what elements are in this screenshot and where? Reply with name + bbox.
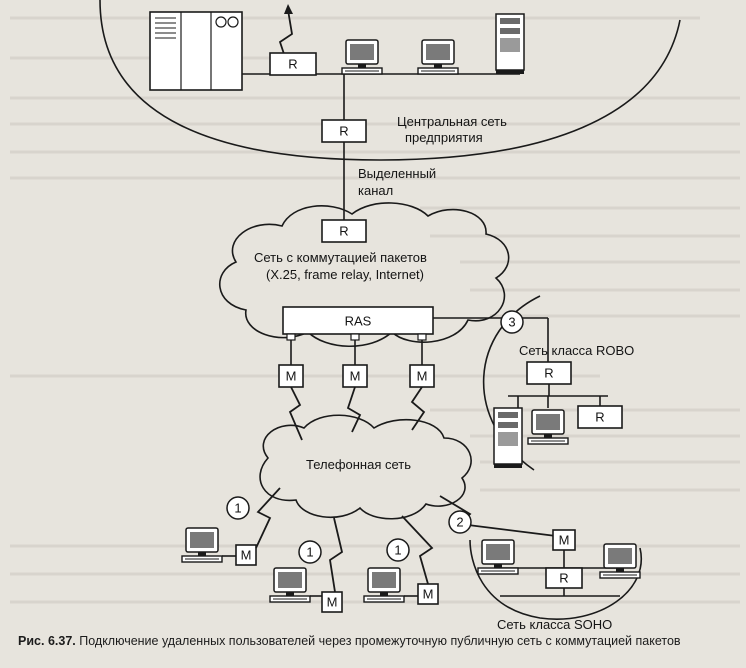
remote-user-pc <box>363 567 405 603</box>
connection-1-marker <box>298 540 322 564</box>
modem-label: M <box>417 369 428 384</box>
workstation-icon <box>527 409 569 445</box>
network-diagram: R R Центральная сеть предприятия Выделен… <box>99 0 681 632</box>
modem-label: M <box>423 587 434 602</box>
figure-caption: Рис. 6.37. Подключение удаленных пользов… <box>18 634 738 656</box>
leased-line-label: Выделенный <box>358 166 436 181</box>
soho-network-label: Сеть класса SOHO <box>497 617 612 632</box>
remote-user-pc <box>181 527 223 563</box>
antenna-icon <box>278 9 293 61</box>
caption-number: 6.37. <box>47 634 76 648</box>
central-network-boundary <box>99 0 681 161</box>
router-label: R <box>339 124 348 139</box>
connection-number: 1 <box>234 501 241 516</box>
packet-network-label: Сеть с коммутацией пакетов <box>254 250 427 265</box>
router-central-lan <box>269 52 317 76</box>
router-label: R <box>595 410 604 425</box>
caption-prefix: Рис. <box>18 634 45 648</box>
router-label: R <box>559 571 568 586</box>
router-label: R <box>339 224 348 239</box>
ras-label: RAS <box>345 314 372 329</box>
connection-3-marker <box>500 310 524 334</box>
router-robo-branch <box>577 405 623 429</box>
server-icon <box>495 13 525 75</box>
workstation-icon <box>341 39 383 75</box>
router-packet-net <box>321 219 367 243</box>
workstation-icon <box>477 539 519 575</box>
modem-user-a <box>235 544 257 566</box>
mainframe-icon <box>149 11 243 91</box>
soho-network-boundary <box>469 539 643 620</box>
connection-number: 1 <box>306 545 313 560</box>
connection-1-marker <box>386 538 410 562</box>
modem-label: M <box>559 533 570 548</box>
workstation-icon <box>417 39 459 75</box>
modem-label: M <box>286 369 297 384</box>
central-network-label: Центральная сеть <box>397 114 507 129</box>
telephone-network-cloud <box>259 414 472 520</box>
packet-network-label-2: (X.25, frame relay, Internet) <box>266 267 424 282</box>
remote-user-pc <box>269 567 311 603</box>
connection-number: 2 <box>456 515 463 530</box>
modem-label: M <box>350 369 361 384</box>
connection-2-marker <box>448 510 472 534</box>
modem-label: M <box>241 548 252 563</box>
telephone-network-label: Телефонная сеть <box>306 457 411 472</box>
central-network-label-2: предприятия <box>405 130 483 145</box>
workstation-icon <box>599 543 641 579</box>
modem-label: M <box>327 595 338 610</box>
robo-network-label: Сеть класса ROBO <box>519 343 634 358</box>
modem-user-b <box>321 591 343 613</box>
server-icon <box>493 407 523 469</box>
caption-text: Подключение удаленных пользователей чере… <box>79 634 681 648</box>
packet-network-cloud <box>219 202 510 348</box>
connection-number: 1 <box>394 543 401 558</box>
leased-line-label-2: канал <box>358 183 393 198</box>
connection-number: 3 <box>508 315 515 330</box>
connection-1-marker <box>226 496 250 520</box>
router-label: R <box>544 366 553 381</box>
router-label: R <box>288 57 297 72</box>
